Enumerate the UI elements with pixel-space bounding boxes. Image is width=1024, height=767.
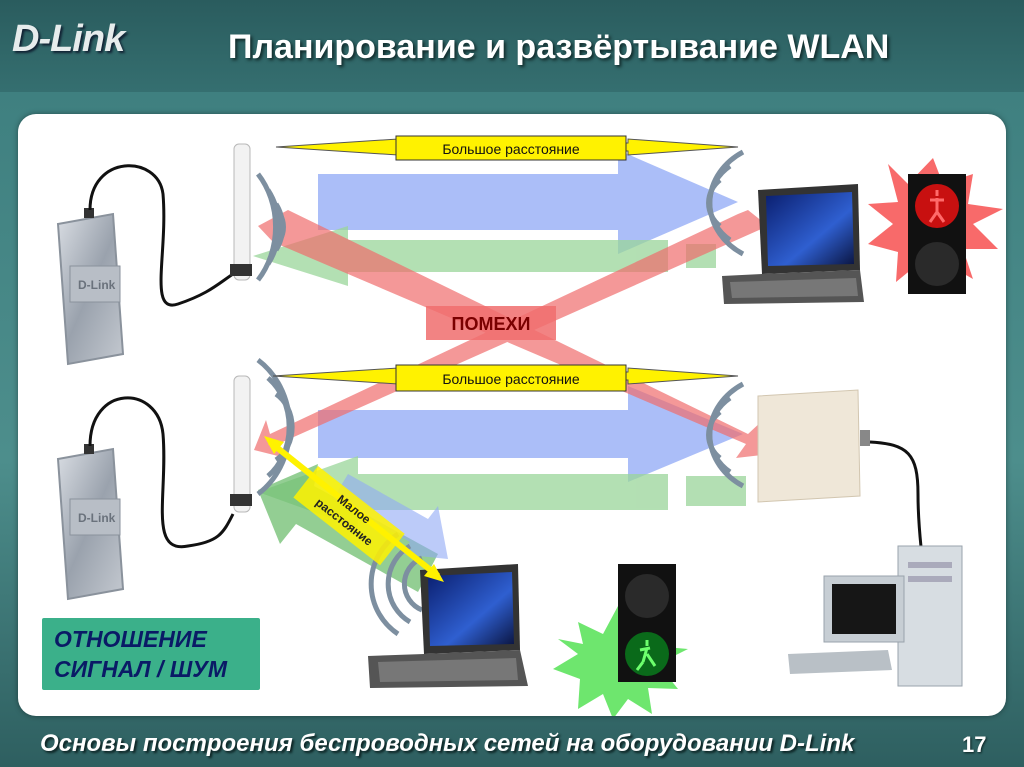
router-top-brand: D-Link (78, 278, 116, 292)
wlan-diagram: D-Link D-Link (56, 135, 1003, 716)
traffic-light-green (553, 564, 688, 716)
router-bottom: D-Link (56, 444, 125, 601)
cable-bottom (88, 396, 235, 549)
snr-line-1: ОТНОШЕНИЕ (54, 626, 207, 652)
footer-text: Основы построения беспроводных сетей на … (40, 730, 855, 757)
traffic-light-red (868, 158, 1003, 294)
laptop-bottom (368, 564, 528, 688)
antenna-bottom (230, 375, 252, 513)
top-distance-label: Большое расстояние (442, 141, 580, 157)
interference-label: ПОМЕХИ (452, 314, 531, 334)
header-bar (0, 0, 1024, 92)
bottom-blue-arrow (318, 386, 743, 482)
bottom-distance-arrow: Большое расстояние (272, 364, 739, 392)
cable-top (88, 164, 234, 307)
snr-line-2: СИГНАЛ / ШУМ (54, 656, 227, 682)
dlink-logo: D-Link (12, 18, 125, 60)
router-top: D-Link (56, 208, 125, 366)
laptop-top (722, 184, 864, 304)
panel-antenna (757, 389, 925, 577)
top-blue-arrow (318, 150, 738, 254)
top-distance-arrow: Большое расстояние (275, 135, 739, 161)
router-bottom-brand: D-Link (78, 511, 116, 525)
page-number: 17 (962, 732, 987, 757)
wave-top-right (706, 149, 745, 257)
wave-bottom-right (706, 381, 745, 489)
desktop-computer (788, 545, 963, 687)
interference-label-box: ПОМЕХИ (426, 306, 556, 340)
snr-box: ОТНОШЕНИЕ СИГНАЛ / ШУМ (42, 618, 260, 690)
wave-bottom-left (256, 357, 295, 497)
diagonal-blue-arrow (333, 474, 448, 559)
bottom-distance-label: Большое расстояние (442, 371, 580, 387)
slide-title: Планирование и развёртывание WLAN (228, 28, 890, 66)
antenna-top (230, 143, 252, 281)
wave-top-left (256, 172, 286, 282)
diagram-panel: D-Link D-Link (18, 114, 1006, 716)
